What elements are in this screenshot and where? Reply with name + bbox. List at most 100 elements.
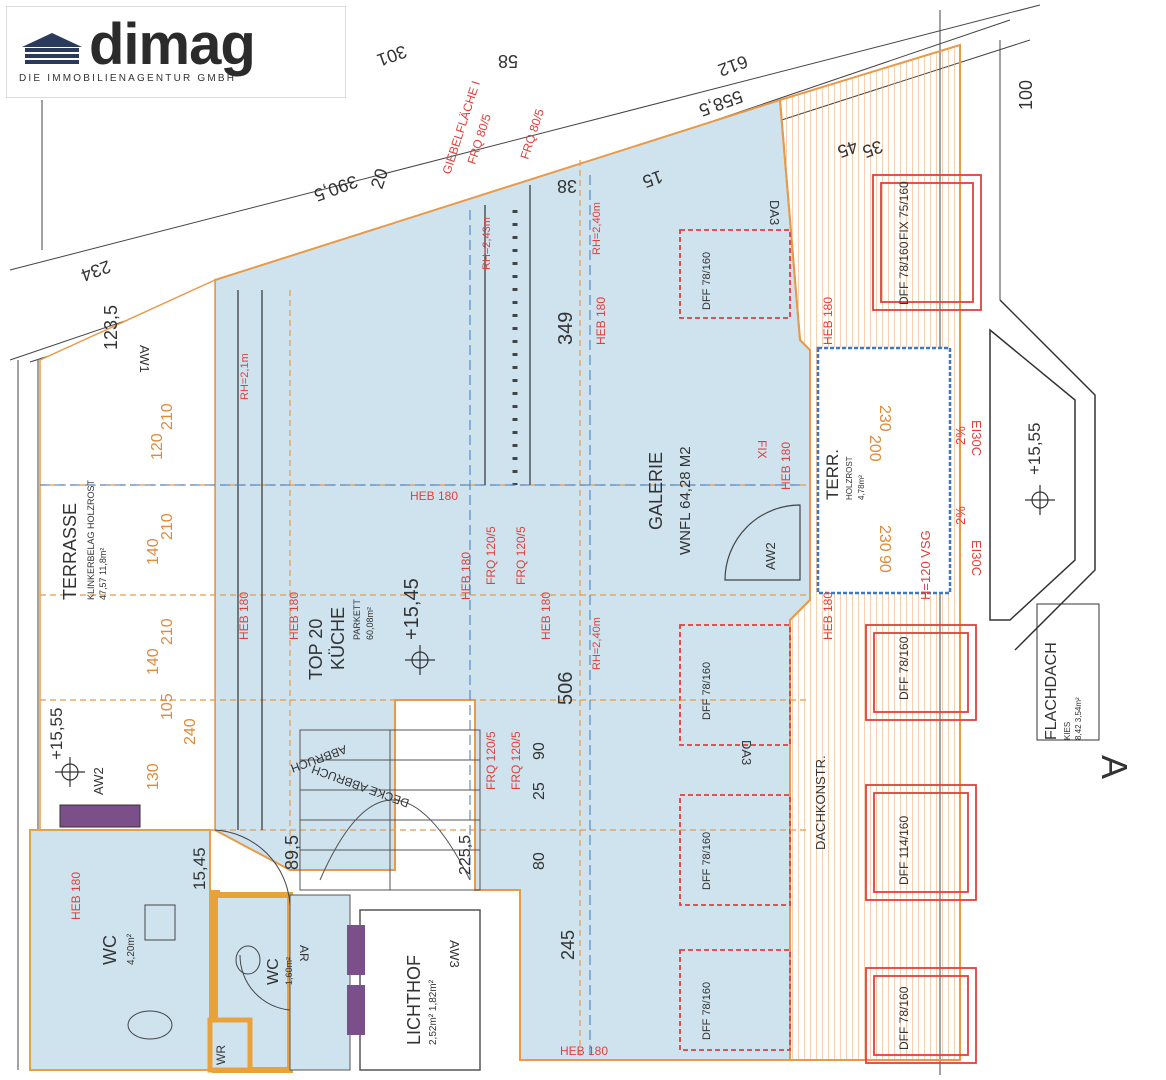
heb-label: HEB 180 [69, 872, 83, 920]
dim-label: 105 [159, 693, 176, 720]
flachdach-label-box [1036, 603, 1100, 741]
terr2-label: TERR. [823, 449, 842, 500]
heb-label: HEB 180 [539, 592, 553, 640]
dff-label: DFF 78/160 [701, 252, 713, 310]
lichthof-area: 2,52m² 1,82m² [428, 979, 439, 1045]
door-arc-aw2 [724, 504, 801, 581]
building-logo-icon [22, 33, 82, 64]
terr2-area: 4,78m² [857, 475, 866, 500]
heb-label: HEB 180 [459, 552, 473, 600]
wc1-area: 4,20m² [126, 933, 137, 965]
dim-label: 349 [555, 312, 577, 345]
rh-label: RH=2,40m [591, 617, 603, 670]
frq-label: FRQ 120/5 [514, 526, 528, 585]
company-logo: DIMAG DIE IMMOBILIENAGENTUR GMBH [6, 6, 346, 98]
rh-label: RH=2,43m [481, 217, 493, 270]
dff-label: DFF 78/160 [701, 662, 713, 720]
ei30c-label: EI30C [969, 420, 984, 456]
wc1-label: WC [100, 935, 120, 965]
roof-windows [679, 174, 982, 1064]
logo-subtitle: DIE IMMOBILIENAGENTUR GMBH [19, 73, 237, 84]
terrasse-detail: KLINKERBELAG HOLZROST [86, 479, 96, 600]
logo-wordmark: DIMAG [89, 12, 256, 77]
dim-label: 210 [159, 618, 176, 645]
dff-label: DFF 114/160 [897, 816, 911, 885]
blue-grid [40, 175, 805, 1060]
frq-label: FRQ 120/5 [484, 526, 498, 585]
heb-label: HEB 180 [594, 297, 608, 345]
dim-label: 390,5 [311, 171, 360, 205]
level-labels: +15,45 +15,55 +15,55 15,45 [47, 423, 1044, 890]
dim-label: 80 [531, 852, 548, 870]
heb-label: HEB 180 [821, 297, 835, 345]
kueche-floor: PARKETT [352, 599, 362, 640]
aw2-label: AW2 [91, 767, 106, 795]
heb-label: HEB 180 [237, 592, 251, 640]
da3-label: DA3 [739, 740, 754, 765]
terrasse-label: TERRASSE [60, 503, 80, 600]
dim-label: 38 [557, 176, 577, 196]
wc2-area: 1,60m² [284, 957, 294, 985]
level-terrasse: +15,55 [47, 708, 66, 760]
frq-label: FRQ 80/5 [518, 107, 547, 161]
da3-label: DA3 [767, 200, 782, 225]
level-flachdach: +15,55 [1025, 423, 1044, 475]
room-labels: TERRASSE KLINKERBELAG HOLZROST 47,57 11,… [60, 446, 1100, 1045]
level-wc: 15,45 [190, 847, 209, 890]
dff-label: DFF 78/160 [897, 636, 911, 700]
dim-label: 230 [876, 525, 893, 552]
dim-label: 301 [374, 41, 409, 70]
fix-window-label: FIX 75/160 [897, 181, 911, 240]
dachkonstr-label: DACHKONSTR. [813, 755, 828, 850]
frq-label: FRQ 120/5 [509, 731, 523, 790]
dim-label: 234 [78, 256, 113, 285]
dim-label: 140 [145, 538, 162, 565]
flachdach-area [989, 328, 1076, 621]
dff-label: DFF 78/160 [897, 986, 911, 1050]
wc2-label: WC [265, 958, 282, 985]
flachdach-outline [999, 299, 1096, 651]
dim-label: 240 [182, 718, 199, 745]
flachdach-detail: KIES [1063, 722, 1072, 740]
heb-label: HEB 180 [560, 1044, 608, 1058]
dff-label: DFF 78/160 [701, 832, 713, 890]
wr-label: WR [214, 1045, 228, 1065]
dim-label: 225,5 [457, 835, 474, 875]
dim-label: 140 [145, 648, 162, 675]
beams [237, 185, 531, 830]
top20-label: TOP 20 [306, 619, 326, 680]
staircase [299, 729, 481, 891]
dim-label: 120 [149, 433, 166, 460]
dim-label: 506 [555, 672, 577, 705]
gradient-label: 2% [953, 426, 968, 445]
dim-label: 100 [1016, 80, 1036, 110]
dim-label: 89,5 [282, 835, 302, 870]
heb-label: HEB 180 [779, 442, 793, 490]
vsg-label: H=120 VSG [918, 530, 933, 600]
lichthof-label: LICHTHOF [404, 955, 424, 1045]
aw2-label: AW2 [763, 542, 778, 570]
dim-label: 58 [498, 51, 518, 71]
dim-label: 20 [367, 166, 392, 191]
red-annotations: HEB 180 HEB 180 HEB 180 HEB 180 HEB 180 … [69, 107, 984, 1058]
heb-label: HEB 180 [821, 592, 835, 640]
fix-label: FIX [755, 440, 769, 459]
level-markers [55, 485, 1055, 787]
kueche-label: KÜCHE [328, 607, 348, 670]
dff-label: DFF 78/160 [897, 241, 911, 305]
rh-label: RH=2,40m [591, 202, 603, 255]
orange-dimension-labels: 210 120 210 140 210 140 105 240 130 230 … [145, 403, 893, 790]
aw3-label: AW3 [447, 940, 462, 968]
heb-label: HEB 180 [410, 489, 458, 503]
dim-label: 200 [866, 435, 883, 462]
dim-label: 210 [159, 403, 176, 430]
wet-rooms [29, 804, 481, 1073]
terr2-frame [816, 346, 952, 595]
dim-label: 130 [145, 763, 162, 790]
galerie-label: GALERIE [646, 452, 666, 530]
ar-label: AR [297, 945, 311, 962]
dff-label: DFF 78/160 [701, 982, 713, 1040]
level-kueche: +15,45 [401, 578, 423, 640]
aw1-label: AW1 [137, 345, 152, 373]
